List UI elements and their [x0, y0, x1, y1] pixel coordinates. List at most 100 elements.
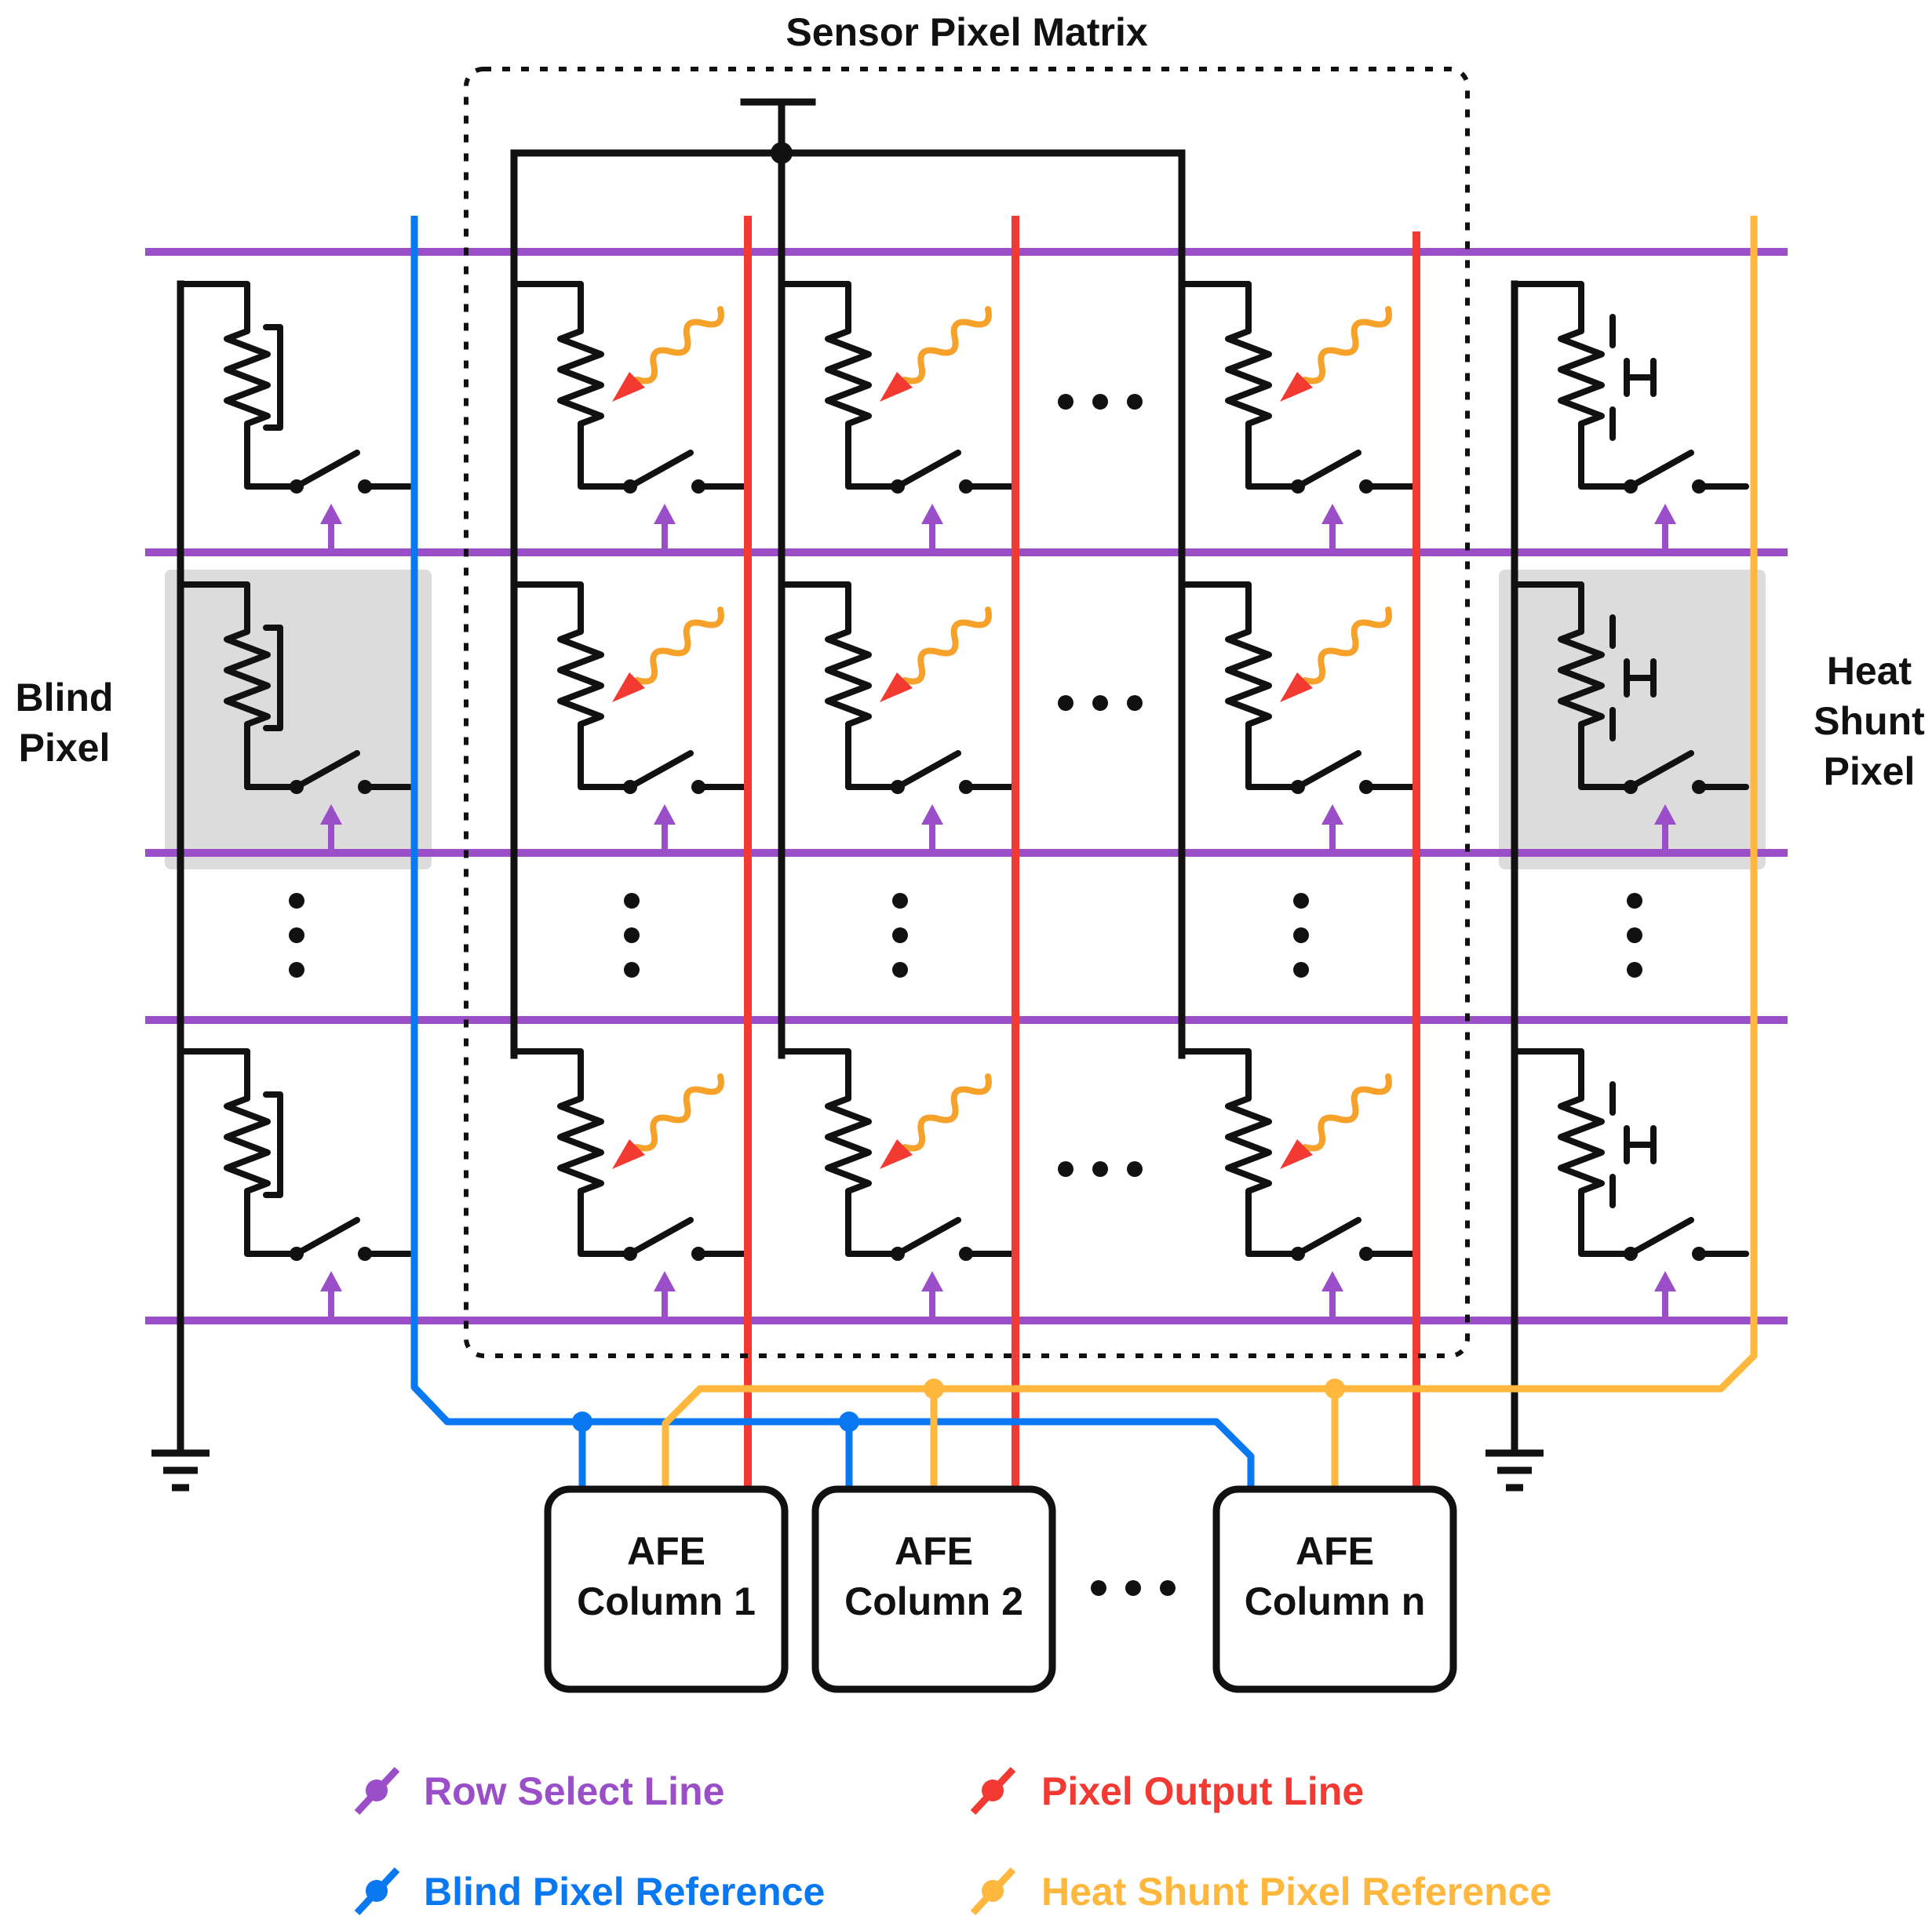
ground-icon — [151, 1449, 210, 1492]
sensor-pixel-cell — [1179, 1048, 1420, 1320]
ellipsis-dot — [1627, 893, 1642, 909]
heat-shunted-resistor-icon — [1558, 1095, 1605, 1194]
ellipsis-dot — [1127, 394, 1143, 410]
afe-column-1-line1: AFE — [627, 1529, 705, 1573]
legend-heat-shunt-reference: Heat Shunt Pixel Reference — [970, 1867, 1551, 1916]
heat-shunt-label-line3: Pixel — [1824, 749, 1916, 793]
resistor-with-radiation-icon — [1225, 1095, 1272, 1194]
blind-pixel-label-line2: Pixel — [19, 726, 111, 770]
ellipsis-dot — [1091, 1580, 1106, 1596]
heat-shunt-pixel-cell — [1511, 581, 1749, 853]
shielded-resistor-icon — [224, 628, 271, 727]
legend-row-select-label: Row Select Line — [424, 1769, 724, 1813]
sensor-pixel-cell — [511, 1048, 751, 1320]
ellipsis-dot — [1092, 1161, 1108, 1177]
sensor-pixel-cell — [511, 281, 751, 552]
switch-icon — [627, 1217, 694, 1257]
legend-blind-reference-label: Blind Pixel Reference — [424, 1870, 825, 1914]
switch-icon — [293, 450, 360, 490]
blind-reference-node — [572, 1412, 592, 1432]
switch-icon — [1295, 1217, 1362, 1257]
ellipsis-dot — [1293, 962, 1309, 978]
switch-icon — [1295, 450, 1362, 490]
ellipsis-dot — [892, 893, 908, 909]
ellipsis-dot — [624, 927, 640, 943]
heat-shunted-resistor-icon — [1558, 628, 1605, 727]
ellipsis-dot — [1293, 927, 1309, 943]
ellipsis-dot — [289, 962, 304, 978]
resistor-with-radiation-icon — [825, 1095, 872, 1194]
sensor-pixel-cell — [778, 581, 1019, 853]
heat-shunt-pixel-highlight — [1499, 570, 1766, 869]
blind-reference-node — [839, 1412, 859, 1432]
afe-column-1-line2: Column 1 — [577, 1579, 756, 1623]
switch-icon — [1628, 750, 1694, 790]
ellipsis-dot — [1293, 893, 1309, 909]
pixel-output-lines — [744, 216, 1420, 1487]
resistor-with-radiation-icon — [557, 1095, 604, 1194]
shielded-resistor-icon — [224, 328, 271, 427]
blind-pixel-label-line1: Blind — [16, 676, 114, 719]
blind-pixel-cell — [177, 581, 413, 853]
switch-icon — [293, 750, 360, 790]
blind-pixel-cell — [177, 1048, 413, 1320]
heat-shunt-reference-node — [924, 1379, 944, 1399]
switch-icon — [627, 750, 694, 790]
sensor-pixel-cell — [1179, 581, 1420, 853]
resistor-with-radiation-icon — [1225, 628, 1272, 727]
matrix-title: Sensor Pixel Matrix — [786, 10, 1147, 54]
ellipsis-dot — [892, 927, 908, 943]
switch-icon — [627, 450, 694, 490]
afe-column-1: AFE Column 1 — [544, 1485, 789, 1693]
switch-icon — [293, 1217, 360, 1257]
heat-shunt-reference-bus — [662, 216, 1758, 1487]
resistor-with-radiation-icon — [557, 328, 604, 427]
ellipsis-dot — [892, 962, 908, 978]
ellipsis-dot — [1058, 394, 1074, 410]
legend: Row Select Line Pixel Output Line Blind … — [354, 1766, 1551, 1916]
ellipsis-dot — [1125, 1580, 1141, 1596]
ground-icon — [1485, 1449, 1544, 1492]
heat-shunt-label-line1: Heat — [1827, 649, 1912, 693]
switch-icon — [1628, 1217, 1694, 1257]
afe-column-n-line2: Column n — [1245, 1579, 1426, 1623]
ellipsis-dot — [624, 962, 640, 978]
ellipsis-dot — [1058, 1161, 1074, 1177]
blind-pixel-highlight — [165, 570, 432, 869]
afe-column-n-line1: AFE — [1296, 1529, 1374, 1573]
ellipsis-dot — [1092, 695, 1108, 711]
sensor-pixel-cell — [778, 281, 1019, 552]
switch-icon — [895, 750, 961, 790]
ellipsis-dot — [289, 893, 304, 909]
switch-icon — [895, 450, 961, 490]
blind-pixel-reference-bus — [410, 216, 1255, 1487]
resistor-with-radiation-icon — [557, 628, 604, 727]
ellipsis-dot — [624, 893, 640, 909]
heat-shunt-reference-node — [1325, 1379, 1345, 1399]
ellipsis-dot — [1092, 394, 1108, 410]
resistor-with-radiation-icon — [825, 328, 872, 427]
afe-column-2-line2: Column 2 — [844, 1579, 1023, 1623]
heat-shunt-label-line2: Shunt — [1814, 699, 1925, 743]
pixel-cells — [177, 281, 1749, 1320]
heat-shunted-resistor-icon — [1558, 328, 1605, 427]
heat-shunt-pixel-cell — [1511, 281, 1749, 552]
ellipsis-dot — [1160, 1580, 1176, 1596]
legend-row-select: Row Select Line — [354, 1766, 724, 1816]
legend-pixel-output-label: Pixel Output Line — [1041, 1769, 1364, 1813]
legend-heat-shunt-reference-label: Heat Shunt Pixel Reference — [1041, 1870, 1551, 1914]
ellipsis-dot — [1627, 962, 1642, 978]
ellipsis-dots — [289, 394, 1642, 1596]
heat-shunt-pixel-cell — [1511, 1048, 1749, 1320]
switch-icon — [895, 1217, 961, 1257]
resistor-with-radiation-icon — [825, 628, 872, 727]
legend-pixel-output: Pixel Output Line — [970, 1766, 1364, 1816]
sensor-matrix-boundary — [464, 67, 1470, 1358]
bias-wiring — [177, 98, 1518, 1454]
ellipsis-dot — [1127, 1161, 1143, 1177]
legend-blind-reference: Blind Pixel Reference — [354, 1867, 825, 1916]
shielded-resistor-icon — [224, 1095, 271, 1194]
ellipsis-dot — [289, 927, 304, 943]
afe-column-2: AFE Column 2 — [811, 1485, 1056, 1693]
